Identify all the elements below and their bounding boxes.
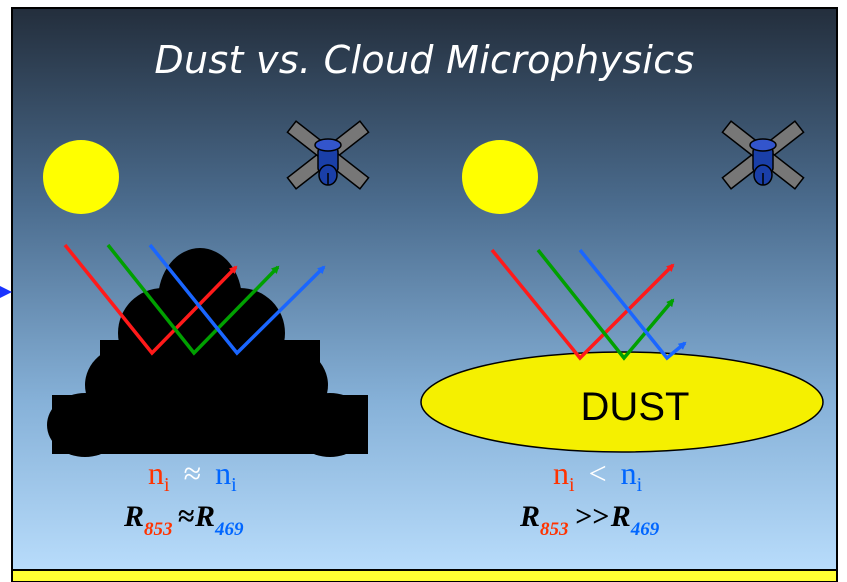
- left-r1-sub: 853: [144, 519, 173, 540]
- ray-red-right: [490, 248, 675, 361]
- right-index-relation: ni < ni: [553, 455, 642, 497]
- ray-blue-left: [148, 243, 326, 356]
- right-n1: n: [553, 455, 569, 491]
- left-n1: n: [148, 455, 164, 491]
- ray-blue-right: [578, 248, 687, 361]
- bottom-strip: [11, 569, 838, 582]
- right-n2: n: [620, 455, 637, 491]
- left-n2-sub: i: [231, 474, 237, 496]
- satellite-right-icon: [721, 120, 805, 190]
- left-index-relation: ni ≈ ni: [148, 455, 237, 497]
- sun-right-icon: [462, 140, 538, 214]
- dust-label: DUST: [580, 385, 690, 429]
- slide-panel: [11, 7, 838, 571]
- page-title: Dust vs. Cloud Microphysics: [154, 38, 695, 82]
- left-n-operator: ≈: [183, 455, 202, 491]
- ray-red-left: [63, 243, 238, 356]
- left-r1: R: [124, 500, 145, 533]
- right-r2-sub: 469: [630, 519, 660, 540]
- satellite-left-icon: [286, 120, 370, 190]
- right-n1-sub: i: [569, 474, 575, 496]
- right-n2-sub: i: [636, 474, 643, 496]
- right-r-operator: >>: [574, 500, 609, 533]
- sun-left-icon: [43, 140, 119, 214]
- left-r-operator: ≈: [177, 500, 194, 533]
- right-reflectance-relation: R853 >>R469: [520, 500, 659, 541]
- right-r1: R: [520, 500, 541, 533]
- right-r1-sub: 853: [540, 519, 569, 540]
- ray-green-right: [536, 248, 675, 361]
- left-r2-sub: 469: [215, 519, 244, 540]
- ray-green-left: [106, 243, 280, 356]
- left-edge-arrow-icon: [0, 286, 12, 298]
- dust-layer: [420, 351, 824, 453]
- left-n2: n: [215, 455, 232, 491]
- left-reflectance-relation: R853 ≈R469: [124, 500, 244, 541]
- right-r2: R: [610, 500, 631, 533]
- right-n-operator: <: [588, 455, 607, 491]
- left-n1-sub: i: [164, 474, 170, 496]
- left-r2: R: [194, 500, 215, 533]
